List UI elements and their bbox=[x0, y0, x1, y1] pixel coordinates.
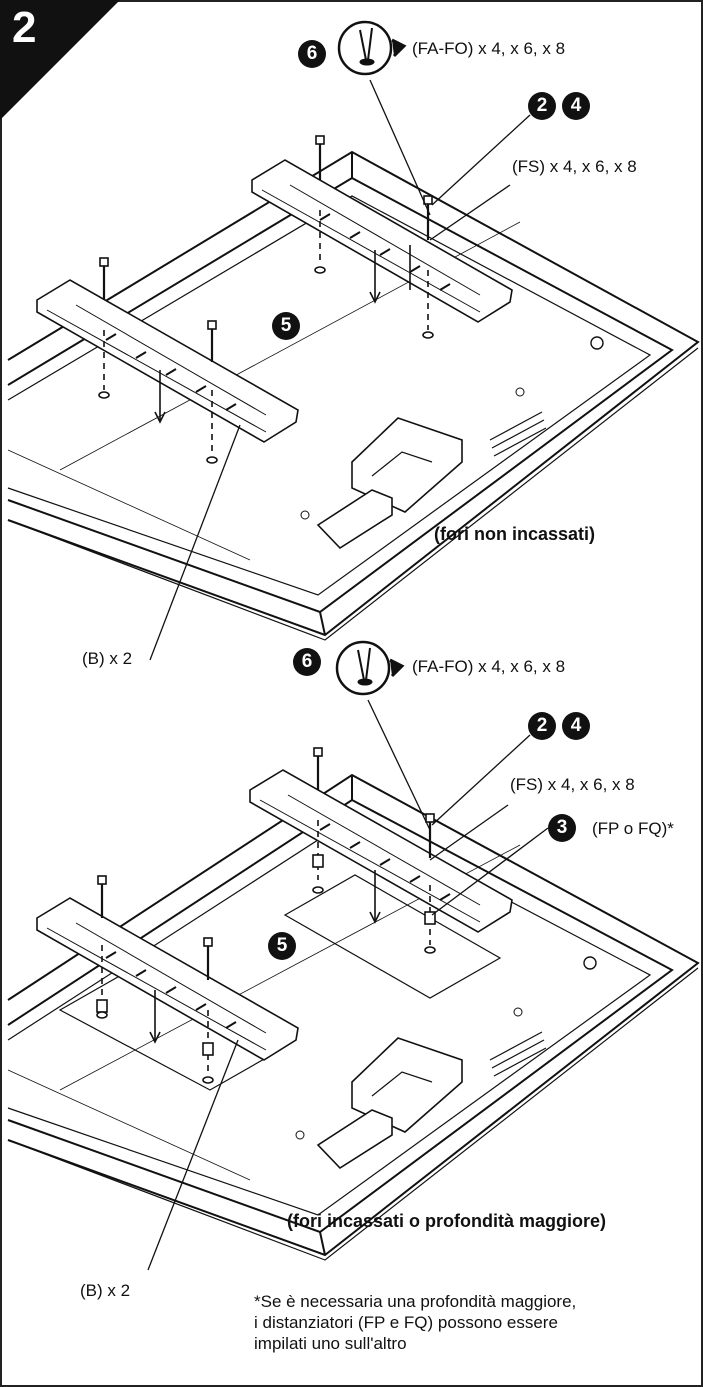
footnote-line-3: impilati uno sull'altro bbox=[254, 1334, 407, 1353]
caption-top: (fori non incassati) bbox=[434, 524, 596, 544]
leader-lines-top bbox=[149, 79, 531, 661]
bracket-count-label-bottom: (B) x 2 bbox=[80, 1281, 131, 1300]
tv-back-top bbox=[7, 150, 700, 641]
footnote: *Se è necessaria una profondità maggiore… bbox=[254, 1291, 576, 1354]
footnote-line-1: *Se è necessaria una profondità maggiore… bbox=[254, 1292, 577, 1311]
footnote-line-2: i distanziatori (FP e FQ) possono essere bbox=[254, 1313, 558, 1332]
screws-top bbox=[98, 135, 434, 464]
badge-5-top: 5 bbox=[272, 312, 300, 340]
badge-6-top: 6 bbox=[298, 40, 326, 68]
screw-label-top: (FA-FO) x 4, x 6, x 8 bbox=[412, 39, 566, 58]
screws-bottom bbox=[96, 747, 436, 1084]
bracket-left-bottom bbox=[36, 897, 299, 1061]
rotate-screw-icon-top bbox=[337, 20, 407, 76]
tv-back-bottom bbox=[7, 773, 700, 1261]
leader-lines-bottom bbox=[147, 699, 549, 1271]
badge-3-bottom: 3 bbox=[548, 814, 576, 842]
spacer-label-bottom: (FP o FQ)* bbox=[592, 819, 674, 838]
badge-6-bottom: 6 bbox=[293, 648, 321, 676]
bracket-right-bottom bbox=[249, 769, 513, 933]
bracket-count-label-top: (B) x 2 bbox=[82, 649, 133, 668]
rotate-screw-icon-bottom bbox=[335, 640, 405, 696]
caption-bottom: (fori incassati o profondità maggiore) bbox=[287, 1211, 607, 1231]
badge-4-top: 4 bbox=[562, 92, 590, 120]
badge-2-top: 2 bbox=[528, 92, 556, 120]
washer-label-bottom: (FS) x 4, x 6, x 8 bbox=[510, 775, 635, 794]
bracket-right-top bbox=[251, 159, 513, 323]
step-number: 2 bbox=[12, 3, 37, 52]
bracket-left-top bbox=[36, 279, 299, 443]
step-corner-triangle bbox=[0, 0, 120, 120]
washer-label-top: (FS) x 4, x 6, x 8 bbox=[512, 157, 637, 176]
badge-5-bottom: 5 bbox=[268, 932, 296, 960]
badge-2-bottom: 2 bbox=[528, 712, 556, 740]
badge-4-bottom: 4 bbox=[562, 712, 590, 740]
screw-label-bottom: (FA-FO) x 4, x 6, x 8 bbox=[412, 657, 566, 676]
